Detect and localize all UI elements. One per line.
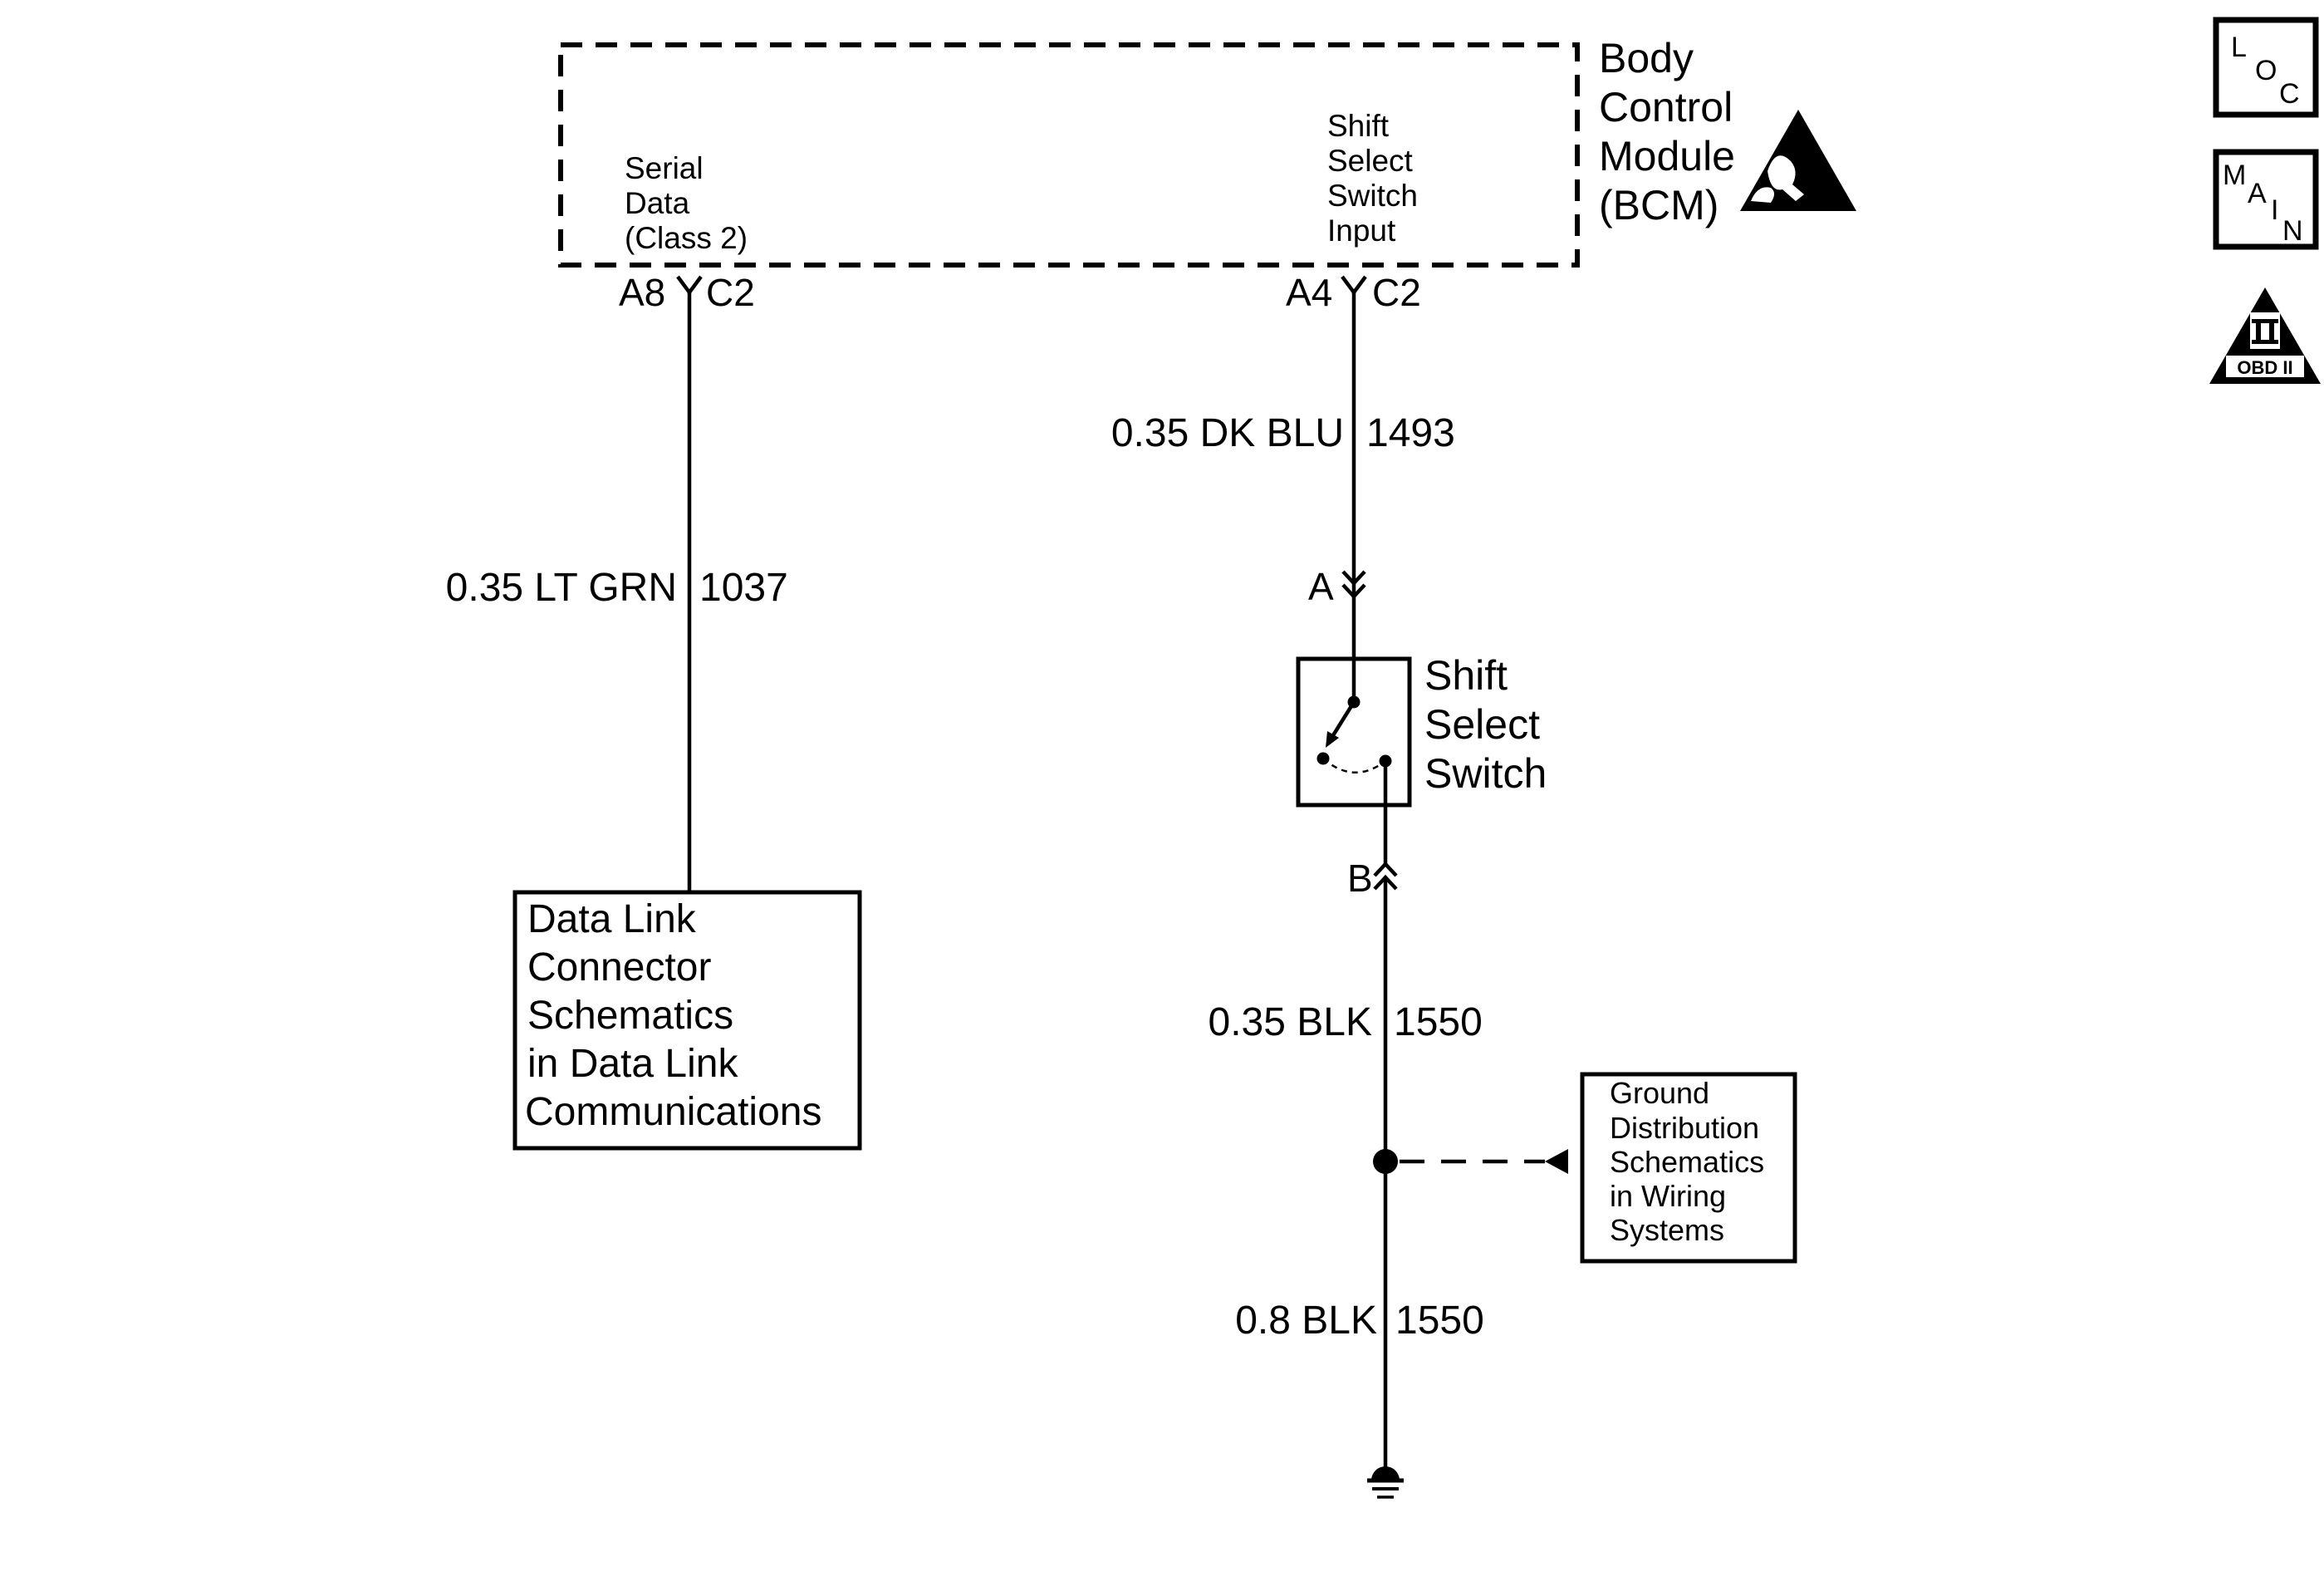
bcm-title-line: (BCM) <box>1599 182 1718 228</box>
serial-data-line: Data <box>625 186 690 220</box>
wire-circuit-1550-lower: 1550 <box>1395 1299 1484 1343</box>
connector-fork-a4 <box>1341 275 1367 296</box>
dlc-box-line: Connector <box>527 945 711 989</box>
wire-label-blk-lower: 0.8 BLK <box>1235 1299 1377 1343</box>
shift-select-switch[interactable] <box>1296 597 1412 864</box>
main-letter: M <box>2223 160 2246 191</box>
wire-circuit-1037: 1037 <box>699 566 788 610</box>
main-letter: I <box>2271 194 2278 226</box>
dlc-box-line: Schematics <box>527 994 733 1038</box>
bcm-title-line: Control <box>1599 84 1733 130</box>
shift-input-line: Input <box>1327 214 1396 248</box>
obd-ii-icon[interactable]: OBD II <box>2209 287 2321 384</box>
wire-label-lt-grn: 0.35 LT GRN <box>446 566 677 610</box>
ground-box-line: Schematics <box>1610 1145 1764 1179</box>
pin-a4: A4 <box>1286 271 1332 314</box>
loc-icon[interactable]: L O C <box>2213 17 2319 118</box>
serial-data-line: Serial <box>625 151 704 185</box>
shift-select-switch-label: Shift Select Switch <box>1424 652 1547 797</box>
ground-distribution-box[interactable]: Ground Distribution Schematics in Wiring… <box>1580 1072 1797 1264</box>
loc-letter: L <box>2231 32 2247 63</box>
terminal-a: A <box>1308 565 1334 608</box>
ground-box-line: Ground <box>1610 1076 1709 1110</box>
ground-reference-arrow <box>1545 1149 1568 1174</box>
dlc-box-line: Data Link <box>527 897 697 941</box>
ground-box-line: Distribution <box>1610 1111 1759 1145</box>
main-letter: N <box>2282 215 2303 247</box>
main-letter: A <box>2248 178 2267 209</box>
wire-circuit-1493: 1493 <box>1366 411 1455 455</box>
ground-symbol-icon <box>1367 1466 1404 1499</box>
bcm-boundary <box>558 42 1580 268</box>
wire-label-dk-blu: 0.35 DK BLU <box>1111 411 1344 455</box>
switch-label-line: Switch <box>1424 750 1547 797</box>
serial-data-line: (Class 2) <box>625 221 748 255</box>
bcm-title-line: Module <box>1599 133 1735 179</box>
data-link-connector-box[interactable]: Data Link Connector Schematics in Data L… <box>512 890 862 1151</box>
connector-fork-a8 <box>676 275 703 296</box>
shift-input-line: Select <box>1327 144 1414 178</box>
wire-label-blk-upper: 0.35 BLK <box>1209 1000 1372 1044</box>
esd-sensitive-icon <box>1740 110 1856 211</box>
serial-data-label: Serial Data (Class 2) <box>625 151 748 255</box>
wire-circuit-1550-upper: 1550 <box>1394 1000 1483 1044</box>
shift-input-line: Shift <box>1327 109 1390 143</box>
pin-a8: A8 <box>619 271 665 314</box>
terminal-b: B <box>1347 857 1373 900</box>
main-icon[interactable]: M A I N <box>2213 149 2319 250</box>
ground-box-line: in Wiring <box>1610 1179 1726 1213</box>
ground-box-line: Systems <box>1610 1213 1724 1247</box>
shift-input-line: Switch <box>1327 179 1418 213</box>
connector-c2-right: C2 <box>1372 271 1421 314</box>
switch-label-line: Shift <box>1424 652 1508 699</box>
loc-letter: O <box>2255 55 2277 86</box>
bcm-title: Body Control Module (BCM) <box>1599 35 1735 228</box>
dlc-box-line: Communications <box>525 1090 821 1134</box>
dlc-box-line: in Data Link <box>527 1042 738 1086</box>
loc-letter: C <box>2279 78 2300 110</box>
shift-select-input-label: Shift Select Switch Input <box>1327 109 1418 248</box>
switch-label-line: Select <box>1424 701 1540 748</box>
obd-ii-label: OBD II <box>2237 357 2292 378</box>
connector-c2-left: C2 <box>706 271 755 314</box>
bcm-title-line: Body <box>1599 35 1694 81</box>
